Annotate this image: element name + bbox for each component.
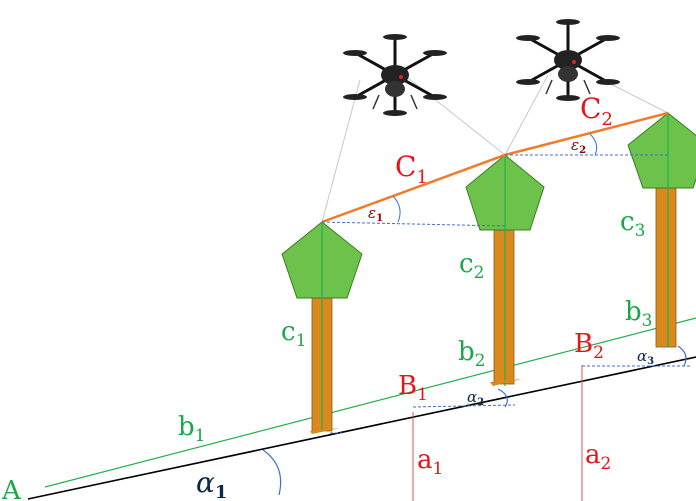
tree-2: [465, 154, 545, 386]
label-C1: C1: [395, 150, 428, 188]
label-alpha3: α3: [637, 347, 654, 367]
crown-3: [627, 112, 696, 189]
base-2: [490, 379, 522, 386]
trunk-2: [493, 225, 515, 385]
b-line: [44, 317, 696, 488]
label-a1: a1: [417, 445, 443, 479]
label-b2: b2: [458, 337, 485, 371]
tree-1: [281, 221, 363, 434]
alpha3-arc: [677, 345, 687, 367]
label-b3: b3: [625, 297, 652, 331]
label-b1: b1: [178, 412, 205, 446]
label-alpha2: α2: [467, 388, 484, 408]
label-c3: c3: [620, 207, 645, 241]
base-1: [310, 428, 340, 434]
label-eps2: ε2: [571, 136, 586, 156]
drone-icon: [516, 19, 620, 101]
label-c2: c2: [459, 249, 484, 283]
label-a2: a2: [585, 440, 611, 474]
ground-line: [27, 356, 696, 500]
label-A: A: [1, 476, 22, 501]
drone-icon: [343, 34, 447, 116]
tree-3: [627, 112, 696, 348]
label-C2: C2: [580, 92, 613, 130]
epsilon-guides: [321, 133, 668, 227]
trunk-3: [655, 181, 677, 348]
label-B1: B1: [398, 371, 428, 405]
alpha2-arc: [497, 388, 508, 408]
alpha1-arc: [262, 449, 282, 496]
label-alpha1: α1: [196, 466, 227, 501]
label-eps1: ε1: [368, 204, 383, 224]
label-B2: B2: [574, 329, 604, 363]
base-dashed-lines: [330, 365, 690, 434]
label-c1: c1: [281, 317, 306, 351]
